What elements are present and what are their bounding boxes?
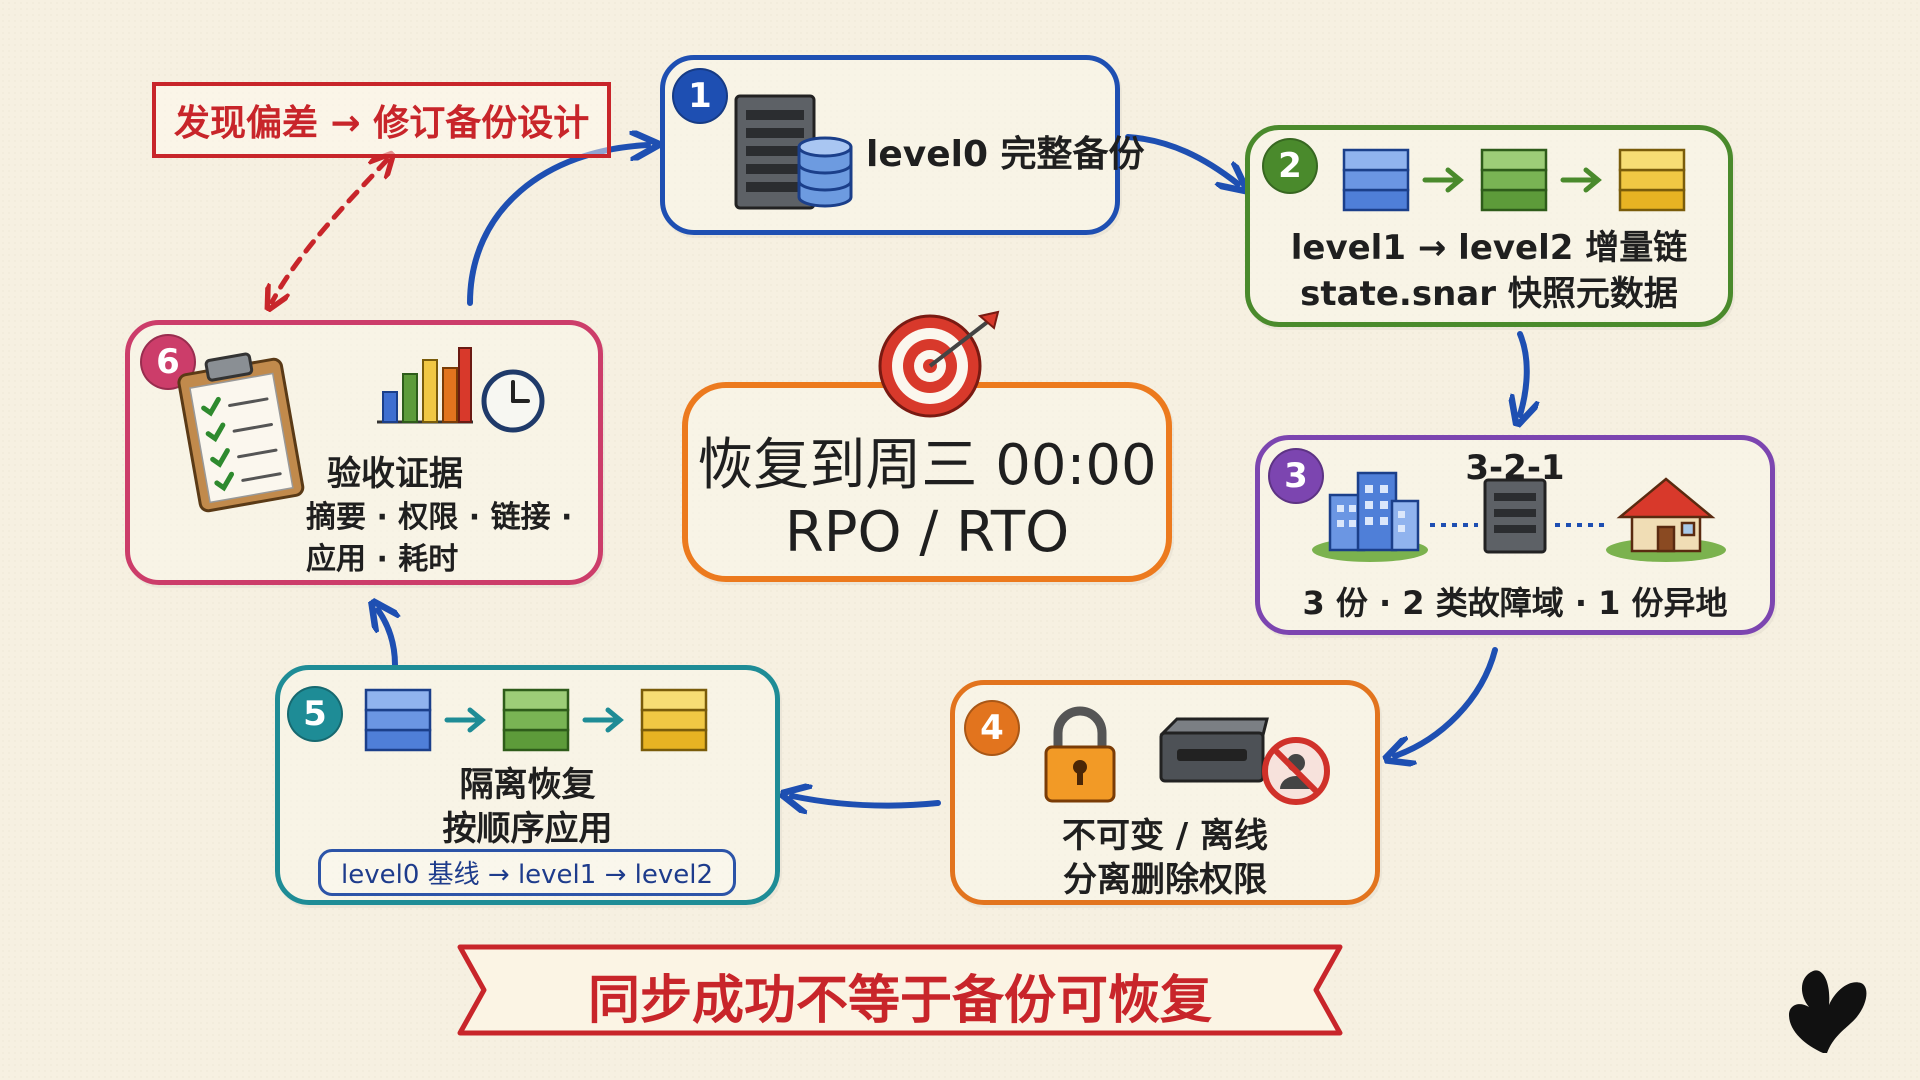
step-2-line1: level1 → level2 增量链 <box>1290 228 1688 268</box>
arrow-1-to-2 <box>1125 134 1238 184</box>
butterfly-logo-icon <box>1789 970 1867 1053</box>
clock-icon <box>481 369 545 433</box>
arrow-6-to-1 <box>467 145 648 306</box>
goal-line2: RPO / RTO <box>784 500 1070 565</box>
clipboard-checklist-icon <box>177 352 305 513</box>
step-4-line2: 分离删除权限 <box>1063 860 1267 900</box>
step-4-line1: 不可变 / 离线 <box>1061 816 1269 856</box>
green-stack-icon <box>502 688 570 752</box>
blue-stack-icon <box>364 688 432 752</box>
goal-line1: 恢复到周三 00:00 <box>697 433 1157 498</box>
padlock-icon <box>1044 706 1116 803</box>
step-2-badge: 2 <box>1262 138 1318 194</box>
step-1-label: level0 完整备份 <box>866 134 1145 175</box>
yellow-stack-icon <box>640 688 708 752</box>
step-4-badge: 4 <box>964 700 1020 756</box>
blue-stack-icon <box>1342 148 1410 212</box>
step-6-line1: 摘要 · 权限 · 链接 · <box>306 500 573 535</box>
arrow-3-to-4 <box>1395 647 1498 756</box>
step-2-line2: state.snar 快照元数据 <box>1300 274 1678 314</box>
house-icon <box>1616 477 1716 553</box>
step-1-box <box>660 55 1120 235</box>
step-5-line1: 隔离恢复 <box>459 765 596 805</box>
green-stack-icon <box>1480 148 1548 212</box>
target-icon <box>878 310 1000 418</box>
arrow-2-to-3 <box>1520 331 1527 415</box>
step-3-badge: 3 <box>1268 448 1324 504</box>
step-5-line2: 按顺序应用 <box>442 809 613 849</box>
step-3-icons <box>1312 471 1726 562</box>
bar-chart-icon <box>377 347 473 424</box>
no-user-icon <box>1262 737 1330 805</box>
arrow-5-to-6 <box>378 610 395 668</box>
step-5-badge: 5 <box>287 686 343 742</box>
step-3-caption: 3 份 · 2 类故障域 · 1 份异地 <box>1302 584 1728 622</box>
step-6-line2: 应用 · 耗时 <box>306 542 459 577</box>
step-6-title: 验收证据 <box>327 454 463 494</box>
office-building-icon <box>1328 471 1420 552</box>
ribbon-banner <box>457 944 1343 1036</box>
banner-text: 同步成功不等于备份可恢复 <box>587 971 1212 1031</box>
increment-chain-icons <box>1342 148 1686 212</box>
feedback-note: 发现偏差 → 修订备份设计 <box>152 82 612 158</box>
server-icon <box>1483 478 1547 554</box>
offline-drive-icon <box>1159 717 1269 783</box>
database-icon <box>797 136 853 208</box>
step-5-chain: level0 基线 → level1 → level2 <box>318 849 736 896</box>
step-6-badge: 6 <box>140 334 196 390</box>
feedback-arrow <box>272 160 387 302</box>
step-1-badge: 1 <box>672 68 728 124</box>
feedback-note-text: 发现偏差 → 修订备份设计 <box>174 103 590 144</box>
yellow-stack-icon <box>1618 148 1686 212</box>
restore-chain-icons <box>364 688 708 752</box>
arrow-4-to-5 <box>792 796 941 806</box>
